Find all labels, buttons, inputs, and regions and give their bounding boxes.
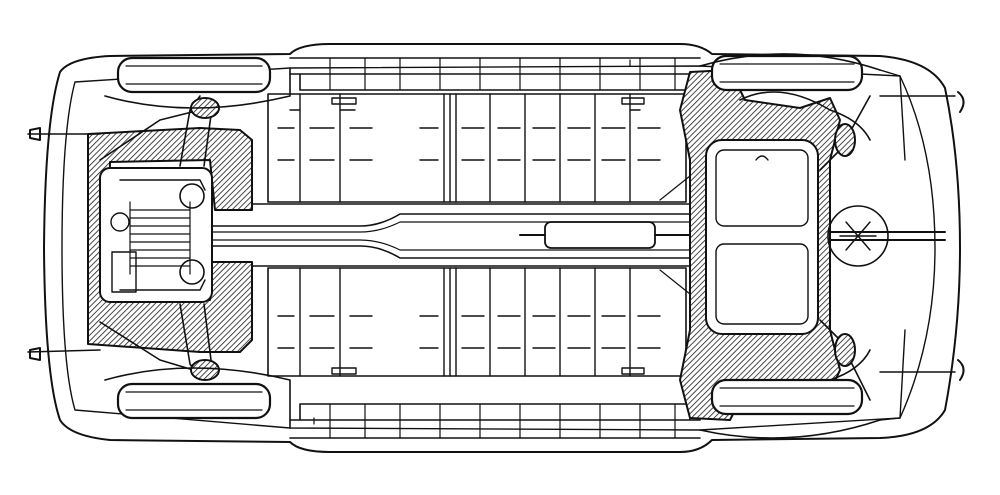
engine-pulley-bottom — [179, 259, 205, 285]
rear-shock-top — [834, 123, 856, 157]
fuel-tank-inner — [715, 149, 809, 227]
engine-pulley-top — [179, 183, 205, 209]
rear-arch-bottom — [699, 419, 881, 439]
rear-body-line — [879, 69, 906, 421]
misc-details — [313, 43, 691, 453]
floor-pressings-lower — [277, 315, 661, 375]
fuel-tank-lower — [715, 243, 809, 325]
front-tie-rod-top — [99, 109, 201, 161]
floor-ribs-lower — [299, 267, 631, 377]
spare-wheel-clamp — [839, 221, 877, 251]
engine-fins — [129, 201, 191, 275]
fuel-tank-outer — [705, 139, 819, 335]
engine-sump — [111, 251, 137, 293]
engine-hub — [110, 212, 130, 232]
rear-wheel-top — [710, 54, 864, 92]
exhaust-inner — [209, 221, 691, 251]
rear-wheel-bottom — [710, 378, 864, 416]
sill-ribs-top — [329, 57, 676, 91]
front-bumper — [29, 127, 41, 361]
sill-ribs-bottom — [329, 403, 676, 439]
silencer — [544, 221, 656, 249]
fuel-filler-mark — [755, 155, 769, 161]
front-wheel-bottom — [116, 382, 272, 420]
front-wheel-top — [116, 56, 272, 94]
engine-top-detail — [119, 179, 206, 291]
front-rod-bottom — [27, 349, 101, 353]
floor-pan-lower — [267, 267, 687, 377]
spare-wheel-well — [827, 205, 889, 267]
floor-ribs-upper — [299, 93, 631, 203]
rear-arch-top — [699, 53, 881, 71]
exhaust-pipe — [204, 213, 691, 259]
floor-pressings-upper — [277, 97, 661, 161]
sill-top — [289, 57, 701, 91]
rear-bumper — [957, 91, 965, 381]
body-outline — [43, 43, 961, 453]
front-hub-bottom — [190, 359, 220, 381]
central-tunnel — [249, 203, 691, 267]
floor-pan-upper — [267, 93, 687, 203]
sill-bottom — [289, 403, 701, 439]
front-arch-top — [104, 67, 291, 109]
rear-shock-bottom — [834, 333, 856, 367]
front-arch-bottom — [104, 367, 291, 429]
engine-block — [99, 167, 213, 303]
